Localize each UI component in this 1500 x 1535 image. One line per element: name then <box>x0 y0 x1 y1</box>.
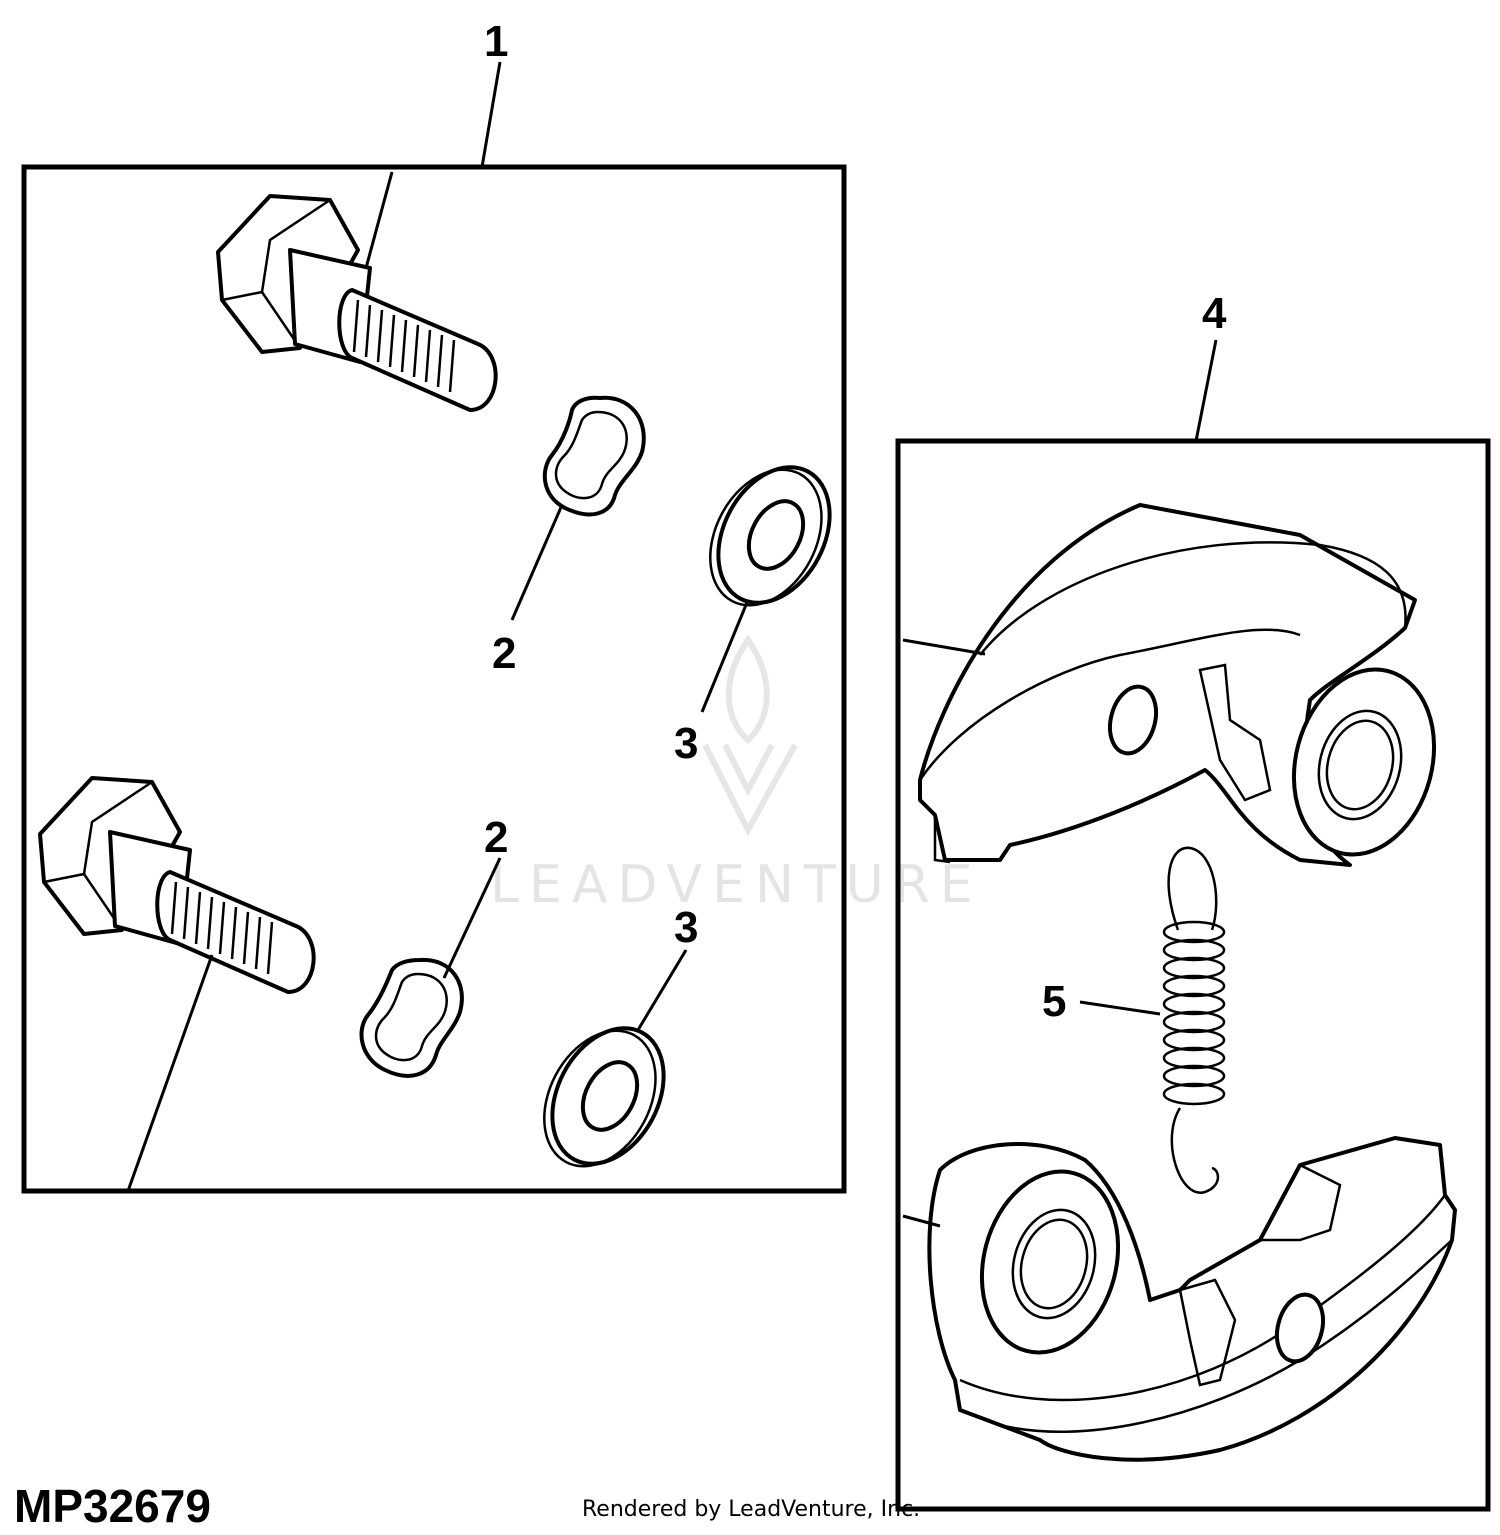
watermark: LEADVENTURE <box>490 634 983 915</box>
flat-washer-icon <box>709 465 832 607</box>
watermark-logo-icon <box>702 634 798 837</box>
group-box-left <box>21 61 847 1194</box>
group-box-right <box>895 339 1491 1512</box>
figure-id: MP32679 <box>14 1480 211 1532</box>
leader-4a <box>902 638 986 656</box>
leader-2a <box>510 504 564 621</box>
tension-spring-icon <box>1162 846 1226 1194</box>
leader-4b <box>902 1214 941 1228</box>
leader-5 <box>1079 1000 1161 1016</box>
callout-2-lower: 2 <box>484 813 508 862</box>
leader-3b <box>636 949 688 1031</box>
hex-bolt-icon <box>38 776 316 1192</box>
clutch-shoe-icon <box>927 1136 1457 1462</box>
clutch-shoe-icon <box>918 503 1437 867</box>
flat-washer-icon <box>543 1026 666 1168</box>
watermark-text: LEADVENTURE <box>490 855 983 915</box>
leader-3a <box>700 599 750 713</box>
hex-bolt-icon <box>216 171 498 412</box>
callout-4: 4 <box>1202 289 1227 338</box>
lock-washer-icon <box>542 395 646 517</box>
callout-3-lower: 3 <box>674 903 698 952</box>
callout-2-upper: 2 <box>492 629 516 678</box>
callout-1: 1 <box>484 17 508 66</box>
leader-2b <box>442 857 502 979</box>
callout-3-upper: 3 <box>674 719 698 768</box>
callout-5: 5 <box>1042 977 1066 1026</box>
lock-washer-icon <box>359 957 464 1078</box>
render-credit: Rendered by LeadVenture, Inc. <box>582 1497 920 1522</box>
